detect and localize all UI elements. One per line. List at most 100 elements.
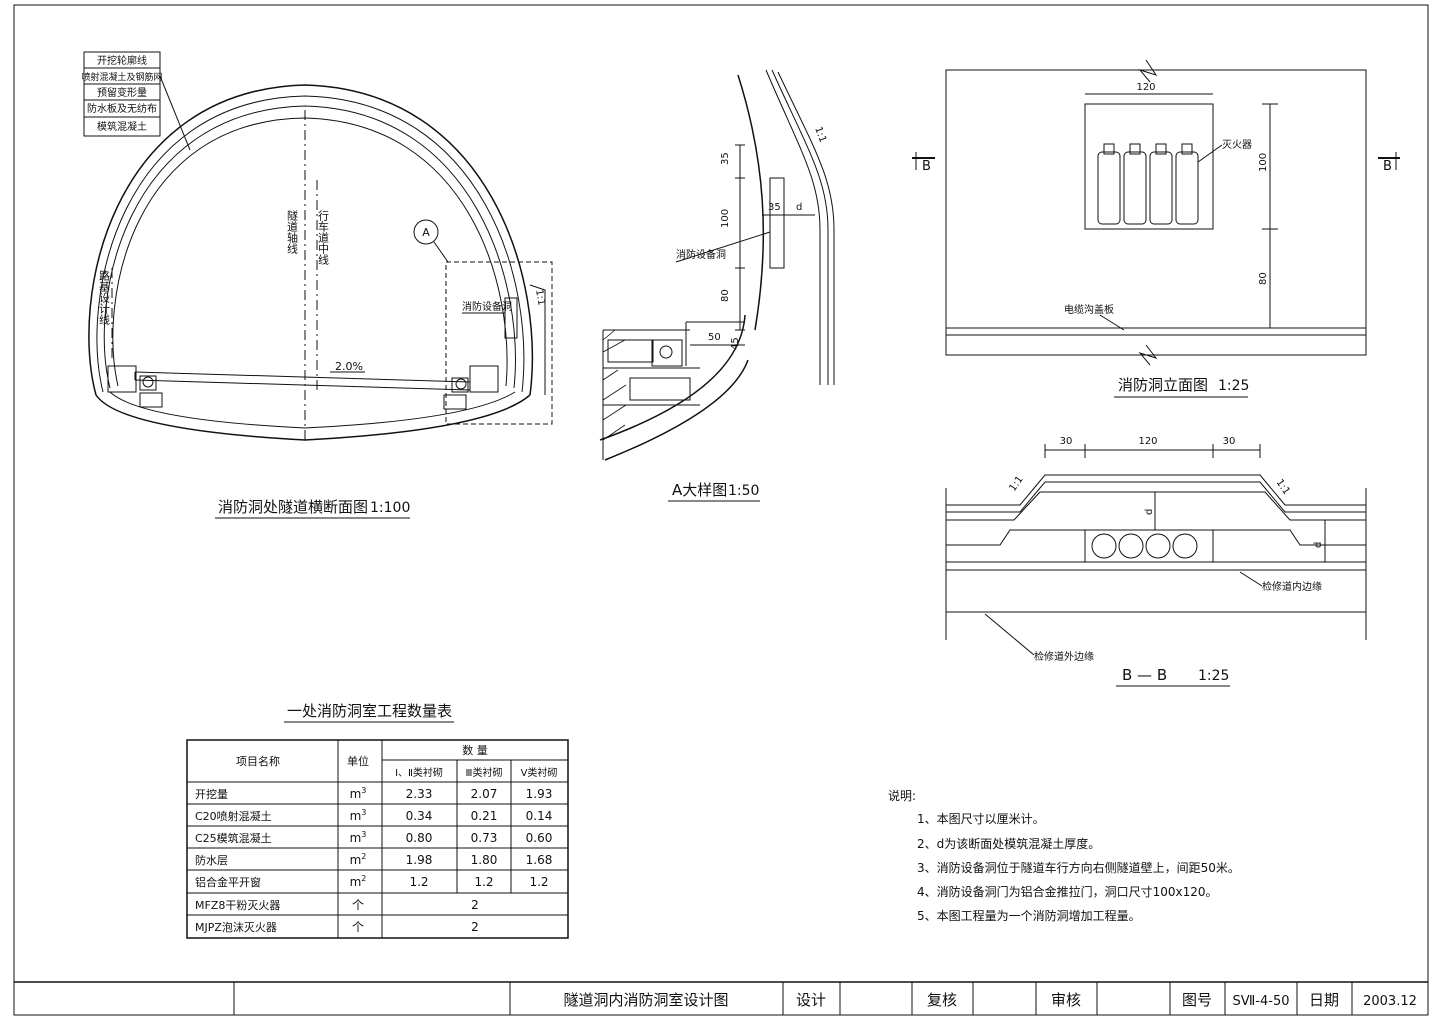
bb-d-label-right: d — [1313, 542, 1324, 548]
lining-outer-line — [96, 95, 525, 393]
drawing-no: SⅦ-4-50 — [1232, 994, 1289, 1009]
right-cable-trench — [469, 365, 499, 393]
bb-inner-edge-label: 检修道内边缘 — [1262, 580, 1322, 593]
row-unit: m3 — [350, 808, 367, 823]
row-qty-2: 1.2 — [474, 875, 493, 889]
section-bb: 30 120 30 d d 1:1 1:1 检修道内边缘 检修道外边缘 B — … — [945, 436, 1367, 687]
left-cable-trench — [107, 365, 137, 393]
cross-niche-label: 消防设备洞 — [462, 300, 512, 313]
detail-dim-35-h: 35 — [768, 202, 781, 213]
detail-niche — [769, 177, 785, 269]
row-name: 开挖量 — [195, 787, 228, 801]
cross-section-title: 消防洞处隧道横断面图 — [218, 498, 368, 516]
row-name: MJPZ泡沫灭火器 — [195, 920, 277, 934]
date-label: 日期 — [1309, 991, 1339, 1009]
row-name: MFZ8干粉灭火器 — [195, 899, 280, 912]
detail-a: 35 100 80 35 d 50 45 消防设备洞 1:1 A大样图 1:50 — [599, 69, 835, 502]
invert-outer — [95, 394, 531, 441]
detail-a-title: A大样图 — [672, 481, 727, 499]
note-2: 2、d为该断面处模筑混凝土厚度。 — [917, 836, 1100, 851]
niche-elevation: 120 100 80 灭火器 电缆沟盖板 B B 消防洞立面图 1:25 — [912, 59, 1400, 398]
elevation-scale: 1:25 — [1218, 378, 1249, 394]
detail-dim-35-top: 35 — [720, 152, 731, 165]
row-unit: 个 — [352, 920, 364, 934]
section-mark-right: B — [1383, 159, 1392, 174]
note-1: 1、本图尺寸以厘米计。 — [917, 812, 1045, 826]
note-3: 3、消防设备洞位于隧道车行方向右侧隧道壁上，间距50米。 — [917, 860, 1240, 875]
row-qty-1: 1.2 — [409, 875, 428, 889]
axis-label: 隧道轴线 — [286, 209, 299, 254]
row-qty-3: 1.68 — [526, 853, 553, 867]
row-qty-1: 0.80 — [406, 831, 433, 845]
title-block: 隧道洞内消防洞室设计图 设计 复核 审核 图号 SⅦ-4-50 日期 2003.… — [14, 981, 1428, 1015]
cross-section-scale: 1:100 — [370, 500, 410, 516]
row-qty-merged: 2 — [471, 898, 479, 912]
detail-grade-label: 1:1 — [812, 125, 828, 144]
detail-dim-45: 45 — [730, 337, 741, 350]
detail-dim-80: 80 — [720, 289, 731, 302]
extinguisher-group — [1097, 143, 1199, 225]
header-item: 项目名称 — [236, 754, 280, 768]
excavation-outline — [88, 84, 534, 396]
row-qty-2: 1.80 — [471, 853, 498, 867]
design-label: 设计 — [796, 991, 826, 1009]
bb-niche-box — [1084, 529, 1214, 563]
lane-center-label: 行车道中线 — [317, 210, 330, 265]
row-qty-merged: 2 — [471, 920, 479, 934]
note-4: 4、消防设备洞门为铝合金推拉门，洞口尺寸100x120。 — [917, 884, 1218, 899]
row-qty-2: 0.73 — [471, 831, 498, 845]
subheader-2: Ⅲ类衬砌 — [466, 766, 503, 779]
row-name: 铝合金平开窗 — [195, 875, 261, 889]
header-unit: 单位 — [347, 754, 369, 768]
bb-dim-120: 120 — [1138, 436, 1157, 447]
bb-dim-30-right: 30 — [1223, 436, 1236, 447]
extinguisher-label: 灭火器 — [1222, 139, 1252, 151]
quantity-table: 一处消防洞室工程数量表 项目名称 单位 数 量 Ⅰ、Ⅱ类衬砌 Ⅲ类衬砌 Ⅴ类衬砌… — [186, 702, 569, 939]
layer-label-1: 开挖轮廓线 — [97, 54, 147, 67]
bb-d-label-center: d — [1144, 509, 1155, 515]
drawing-title: 隧道洞内消防洞室设计图 — [563, 991, 728, 1009]
row-unit: 个 — [352, 898, 364, 912]
row-qty-3: 1.2 — [529, 875, 548, 889]
bb-grade-left: 1:1 — [1007, 474, 1025, 493]
note-5: 5、本图工程量为一个消防洞增加工程量。 — [917, 908, 1141, 923]
detail-dim-d: d — [796, 202, 802, 213]
cross-grade-label: 1:1 — [533, 289, 547, 307]
tunnel-cross-section: 开挖轮廓线 喷射混凝土及钢筋网 预留变形量 防水板及无纺布 模筑混凝土 隧道轴线 — [81, 51, 553, 519]
elevation-title: 消防洞立面图 — [1118, 376, 1208, 394]
layer-label-2: 喷射混凝土及钢筋网 — [81, 71, 162, 83]
row-qty-3: 1.93 — [526, 787, 553, 801]
sheet-border — [13, 4, 1429, 1016]
niche-outline — [504, 297, 518, 339]
elev-dim-height: 100 — [1258, 153, 1269, 172]
row-unit: m2 — [350, 874, 367, 889]
detail-a-boundary — [445, 261, 553, 425]
header-qty: 数 量 — [462, 744, 488, 757]
row-unit: m2 — [350, 852, 367, 867]
layer-label-5: 模筑混凝土 — [97, 120, 147, 133]
detail-a-marker — [413, 219, 439, 245]
row-qty-2: 2.07 — [471, 787, 498, 801]
subheader-3: Ⅴ类衬砌 — [521, 766, 558, 779]
drawing-no-label: 图号 — [1182, 991, 1212, 1009]
row-unit: m3 — [350, 786, 367, 801]
bb-title: B — B — [1122, 666, 1167, 684]
row-name: C20喷射混凝土 — [195, 809, 272, 823]
row-qty-1: 0.34 — [406, 809, 433, 823]
notes-heading: 说明: — [888, 788, 916, 803]
row-name: 防水层 — [195, 853, 228, 867]
subheader-1: Ⅰ、Ⅱ类衬砌 — [395, 766, 443, 779]
layer-label-table: 开挖轮廓线 喷射混凝土及钢筋网 预留变形量 防水板及无纺布 模筑混凝土 — [81, 51, 191, 151]
niche-door-outline — [1084, 103, 1214, 230]
layer-label-3: 预留变形量 — [97, 86, 147, 99]
row-qty-3: 0.60 — [526, 831, 553, 845]
detail-dim-100: 100 — [720, 209, 731, 228]
road-design-line-label: 路基设计线 — [98, 270, 111, 325]
row-qty-3: 0.14 — [526, 809, 553, 823]
row-unit: m3 — [350, 830, 367, 845]
row-qty-2: 0.21 — [471, 809, 498, 823]
road-surface — [134, 371, 471, 383]
detail-a-marker-label: A — [422, 226, 430, 239]
